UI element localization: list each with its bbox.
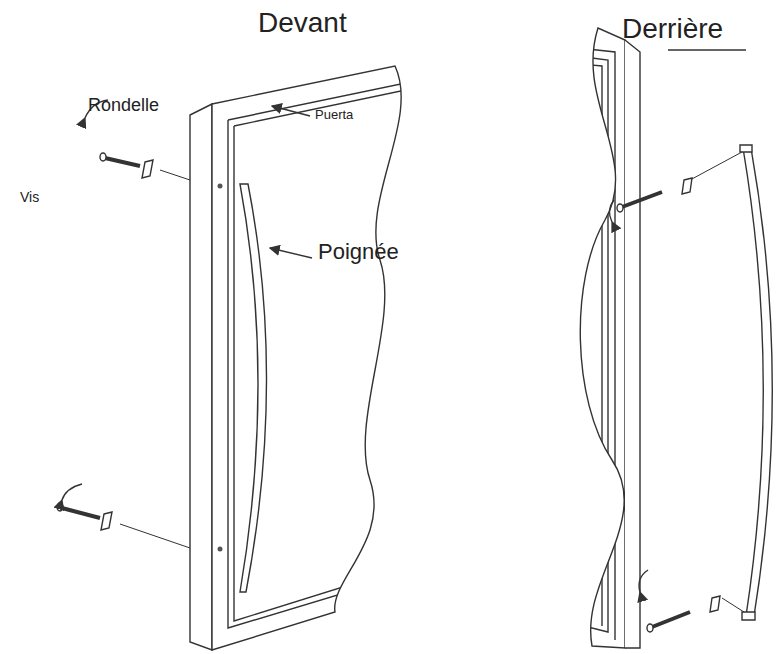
- door-front: [212, 66, 401, 650]
- part-label: Vis: [20, 190, 39, 205]
- frame-side: [190, 104, 212, 650]
- part-label: Puerta: [315, 108, 353, 122]
- part-label: Poignée: [318, 240, 399, 264]
- view-title: Derrière: [622, 14, 723, 45]
- door-panels: [228, 80, 420, 628]
- handle-back: [743, 148, 772, 616]
- view-title: Devant: [258, 8, 347, 39]
- handle-front: [240, 184, 267, 592]
- part-label: Rondelle: [88, 96, 159, 116]
